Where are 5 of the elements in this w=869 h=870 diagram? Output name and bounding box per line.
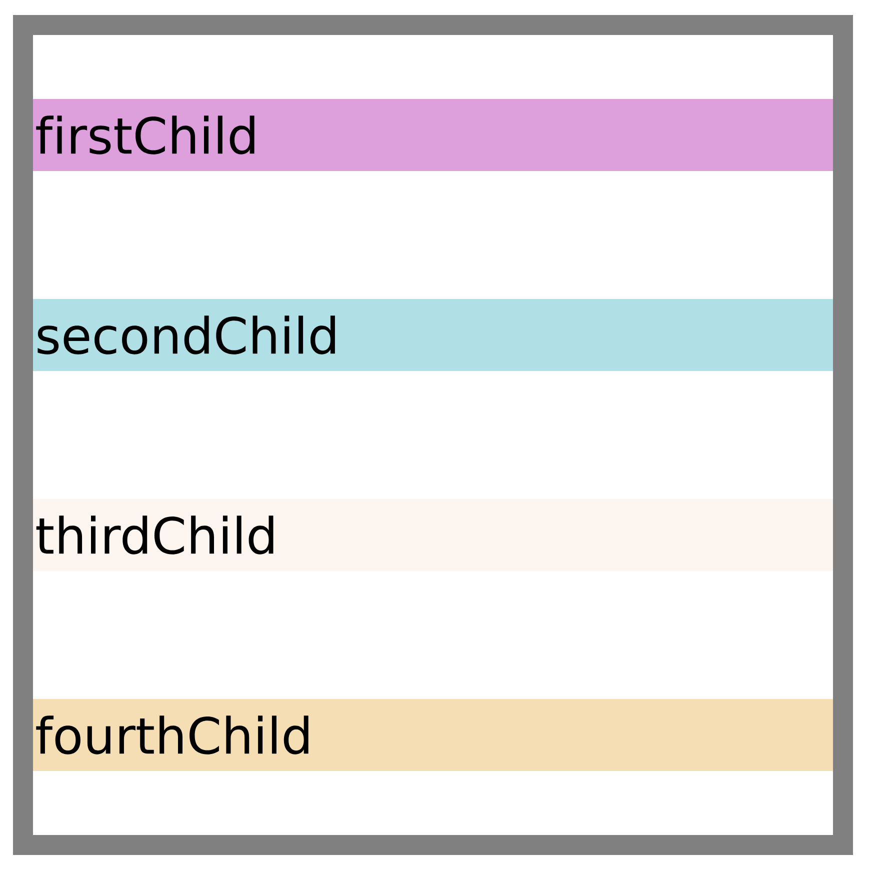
colored-band: firstChild — [33, 99, 833, 171]
colored-band: secondChild — [33, 299, 833, 371]
colored-band: fourthChild — [33, 699, 833, 771]
container-frame — [13, 15, 853, 855]
colored-band: thirdChild — [33, 499, 833, 571]
